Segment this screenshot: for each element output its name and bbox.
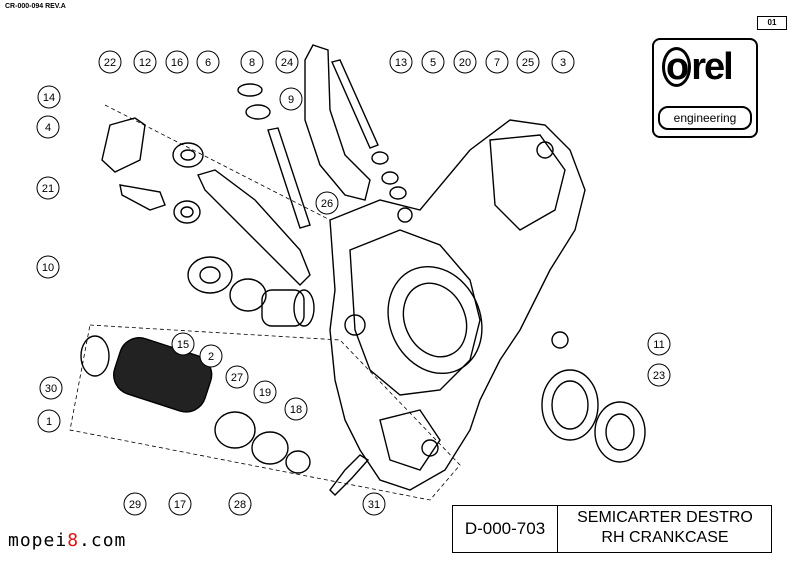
- callout-label: 7: [494, 57, 500, 69]
- callout-label: 6: [205, 57, 211, 69]
- callout-label: 16: [171, 57, 183, 69]
- callout-10: 10: [36, 255, 60, 279]
- callout-label: 8: [249, 57, 255, 69]
- callout-22: 22: [98, 50, 122, 74]
- callout-label: 1: [46, 416, 52, 428]
- watermark-prefix: mopei: [8, 530, 68, 551]
- callout-label: 31: [368, 499, 380, 511]
- callout-7: 7: [485, 50, 509, 74]
- callout-27: 27: [225, 365, 249, 389]
- callout-label: 29: [129, 499, 141, 511]
- callout-4: 4: [36, 115, 60, 139]
- callout-29: 29: [123, 492, 147, 516]
- callout-label: 9: [288, 94, 294, 106]
- callout-17: 17: [168, 492, 192, 516]
- callout-21: 21: [36, 176, 60, 200]
- callout-6: 6: [196, 50, 220, 74]
- callout-label: 30: [45, 383, 57, 395]
- callout-13: 13: [389, 50, 413, 74]
- callout-balloons: 22 12 16 6 8 24 13 5 20 7 25 3 14 4 9 21 26 10 15 2 27 19 18 30…: [36, 50, 671, 516]
- callout-8: 8: [240, 50, 264, 74]
- callout-label: 18: [290, 404, 302, 416]
- callout-label: 20: [459, 57, 471, 69]
- part-name-english: RH CRANKCASE: [601, 529, 729, 546]
- logo-tagline: engineering: [658, 106, 752, 130]
- title-block: D-000-703 SEMICARTER DESTRO RH CRANKCASE: [452, 505, 772, 553]
- callout-label: 21: [42, 183, 54, 195]
- callout-label: 26: [321, 198, 333, 210]
- callout-1: 1: [37, 409, 61, 433]
- callout-26: 26: [315, 191, 339, 215]
- callout-label: 4: [45, 122, 51, 134]
- callout-18: 18: [284, 397, 308, 421]
- callout-9: 9: [279, 87, 303, 111]
- watermark-suffix: .com: [79, 530, 127, 551]
- callout-label: 22: [104, 57, 116, 69]
- callout-label: 19: [259, 387, 271, 399]
- page-number: 01: [757, 16, 787, 30]
- watermark: mopei8.com: [8, 530, 126, 551]
- callout-24: 24: [275, 50, 299, 74]
- part-name-italian: SEMICARTER DESTRO: [577, 509, 753, 526]
- callout-label: 23: [653, 370, 665, 382]
- callout-25: 25: [516, 50, 540, 74]
- callout-15: 15: [171, 332, 195, 356]
- callout-label: 24: [281, 57, 293, 69]
- callout-3: 3: [551, 50, 575, 74]
- callout-label: 2: [208, 351, 214, 363]
- part-name: SEMICARTER DESTRO RH CRANKCASE: [559, 508, 771, 548]
- callout-label: 11: [653, 339, 664, 351]
- callout-20: 20: [453, 50, 477, 74]
- callout-30: 30: [39, 376, 63, 400]
- callout-label: 27: [231, 372, 243, 384]
- drawing-number: D-000-703: [453, 506, 558, 552]
- callout-31: 31: [362, 492, 386, 516]
- callout-label: 3: [560, 57, 566, 69]
- callout-14: 14: [37, 85, 61, 109]
- callout-label: 28: [234, 499, 246, 511]
- callout-2: 2: [199, 344, 223, 368]
- callout-label: 12: [139, 57, 151, 69]
- crankcase-outline: [69, 44, 646, 501]
- callout-label: 15: [177, 339, 189, 351]
- callout-23: 23: [647, 363, 671, 387]
- callout-19: 19: [253, 380, 277, 404]
- callout-label: 17: [174, 499, 186, 511]
- callout-28: 28: [228, 492, 252, 516]
- callout-label: 5: [430, 57, 436, 69]
- callout-label: 14: [43, 92, 55, 104]
- callout-11: 11: [647, 332, 671, 356]
- watermark-accent: 8: [67, 530, 80, 551]
- callout-label: 10: [42, 262, 54, 274]
- callout-16: 16: [165, 50, 189, 74]
- callout-5: 5: [421, 50, 445, 74]
- callout-label: 25: [522, 57, 534, 69]
- callout-12: 12: [133, 50, 157, 74]
- document-reference: CR-000-094 REV.A: [5, 3, 66, 10]
- callout-label: 13: [395, 57, 407, 69]
